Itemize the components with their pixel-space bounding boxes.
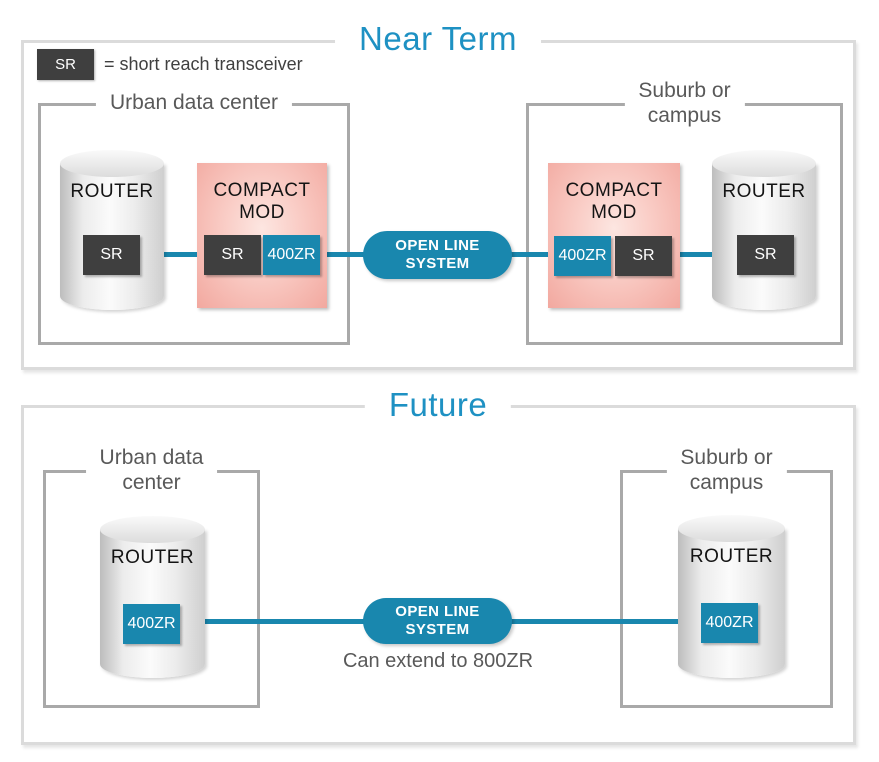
compact-title-line2: MOD: [239, 202, 285, 223]
router-cylinder-future-left: ROUTER 400ZR: [100, 516, 205, 678]
compact-title-line1: COMPACT: [565, 180, 663, 201]
pill-line1: OPEN LINE: [395, 237, 480, 254]
400zr-chip: 400ZR: [123, 604, 180, 644]
open-line-system-pill-future: OPEN LINE SYSTEM: [363, 598, 512, 644]
sr-chip: SR: [204, 235, 261, 275]
cylinder-body: [100, 529, 205, 678]
compact-mod-box-left: COMPACT MOD SR 400ZR: [197, 163, 327, 308]
compact-mod-box-right: COMPACT MOD 400ZR SR: [548, 163, 680, 308]
400zr-chip: 400ZR: [263, 235, 320, 275]
compact-mod-title: COMPACT MOD: [548, 180, 680, 224]
suburb-label-line1: Suburb or: [680, 446, 773, 469]
router-cylinder-nearterm-right: ROUTER SR: [712, 150, 816, 310]
sr-chip: SR: [83, 235, 140, 275]
compact-title-line1: COMPACT: [213, 180, 311, 201]
suburb-campus-label-future: Suburb or campus: [666, 445, 787, 495]
legend-sr-chip: SR: [37, 49, 94, 80]
cylinder-top: [60, 150, 164, 177]
urban-label-line1: Urban data: [99, 446, 204, 469]
compact-title-line2: MOD: [591, 202, 637, 223]
future-title: Future: [364, 385, 512, 425]
router-label: ROUTER: [70, 181, 154, 202]
compact-mod-title: COMPACT MOD: [197, 180, 327, 224]
cylinder-top: [100, 516, 205, 543]
suburb-campus-label-line1: Suburb or: [638, 79, 731, 102]
router-label: ROUTER: [722, 181, 806, 202]
pill-line2: SYSTEM: [405, 621, 470, 638]
suburb-campus-label: Suburb or campus: [624, 78, 745, 128]
suburb-label-line2: campus: [689, 471, 764, 494]
urban-data-center-label: Urban data center: [95, 91, 293, 115]
router-cylinder-nearterm-left: ROUTER SR: [60, 150, 164, 310]
urban-data-center-label-future: Urban data center: [85, 445, 218, 495]
pill-line2: SYSTEM: [405, 255, 470, 272]
router-label: ROUTER: [689, 546, 774, 567]
sr-chip: SR: [615, 236, 672, 276]
extend-caption: Can extend to 800ZR: [342, 650, 534, 672]
cylinder-top: [678, 515, 785, 542]
400zr-chip: 400ZR: [554, 236, 611, 276]
cylinder-top: [712, 150, 816, 177]
legend-text: = short reach transceiver: [104, 54, 303, 74]
pill-line1: OPEN LINE: [395, 603, 480, 620]
urban-data-center-frame-future: Urban data center: [43, 445, 260, 708]
sr-chip: SR: [737, 235, 794, 275]
legend: SR = short reach transceiver: [37, 49, 303, 80]
router-label: ROUTER: [110, 547, 195, 568]
nearterm-title: Near Term: [335, 19, 541, 59]
urban-data-center-frame-nearterm: Urban data center: [38, 91, 350, 345]
suburb-campus-label-line2: campus: [647, 104, 722, 127]
400zr-chip: 400ZR: [701, 603, 758, 643]
suburb-campus-frame-nearterm: Suburb or campus: [526, 78, 843, 345]
router-cylinder-future-right: ROUTER 400ZR: [678, 515, 785, 678]
urban-label-line2: center: [122, 471, 181, 494]
suburb-campus-frame-future: Suburb or campus: [620, 445, 833, 708]
open-line-system-pill-nearterm: OPEN LINE SYSTEM: [363, 231, 512, 279]
